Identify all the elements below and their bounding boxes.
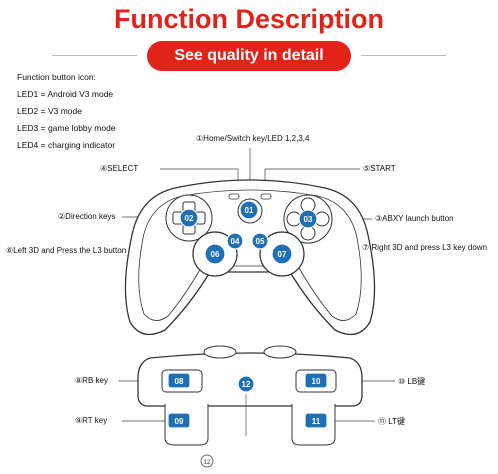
- badge-11: [304, 412, 328, 429]
- label-lt: ⑪ LT键: [378, 417, 405, 426]
- badge-09-text: 09: [175, 417, 184, 426]
- see-quality-banner[interactable]: See quality in detail: [52, 41, 446, 71]
- label-l3: ⑥Left 3D and Press the L3 button: [6, 246, 127, 255]
- badge-06-text: 06: [211, 250, 220, 259]
- legend-led3: LED3 = game lobby mode: [17, 123, 116, 133]
- label-start: ⑤START: [363, 164, 396, 173]
- footer-mark-circle: [200, 454, 214, 468]
- badge-01: [239, 200, 259, 220]
- badge-01-text: 01: [245, 206, 254, 215]
- label-rb: ⑧RB key: [75, 376, 108, 385]
- label-r3: ⑦ Right 3D and press L3 key down: [362, 243, 488, 252]
- footer-mark: 12: [204, 460, 211, 466]
- badge-07: [271, 243, 293, 265]
- badge-03-text: 03: [304, 215, 313, 224]
- controller-back-view: [137, 345, 363, 446]
- badge-06: [204, 243, 226, 265]
- badge-02-text: 02: [185, 214, 194, 223]
- label-direction: ②Direction keys: [58, 212, 116, 221]
- badge-12-text: 12: [242, 380, 251, 389]
- badge-02: [179, 208, 199, 228]
- badge-09: [167, 412, 191, 429]
- badge-04: [226, 232, 244, 250]
- badge-05: [251, 232, 269, 250]
- badge-07-text: 07: [278, 250, 287, 259]
- page-title: Function Description: [114, 4, 384, 34]
- legend-led2: LED2 = V3 mode: [17, 106, 82, 116]
- badge-04-text: 04: [231, 237, 240, 246]
- badge-08-text: 08: [175, 377, 184, 386]
- badge-03: [298, 209, 318, 229]
- number-badges: [167, 200, 328, 429]
- label-lb: ⑩ LB键: [398, 377, 426, 386]
- badge-11-text: 11: [312, 417, 321, 426]
- badge-10: [304, 372, 328, 389]
- badge-05-text: 05: [256, 237, 265, 246]
- badge-10-text: 10: [312, 377, 321, 386]
- label-select: ④SELECT: [100, 164, 139, 173]
- legend-led1: LED1 = Android V3 mode: [17, 89, 114, 99]
- badge-12: [237, 375, 255, 393]
- label-rt: ⑨RT key: [75, 416, 108, 425]
- label-abxy: ③ABXY launch button: [375, 214, 454, 223]
- label-home: ①Home/Switch key/LED 1,2,3,4: [196, 134, 310, 143]
- legend-led4: LED4 = charging indicator: [17, 140, 116, 150]
- badge-08: [167, 372, 191, 389]
- legend-heading: Function button icon:: [17, 72, 96, 82]
